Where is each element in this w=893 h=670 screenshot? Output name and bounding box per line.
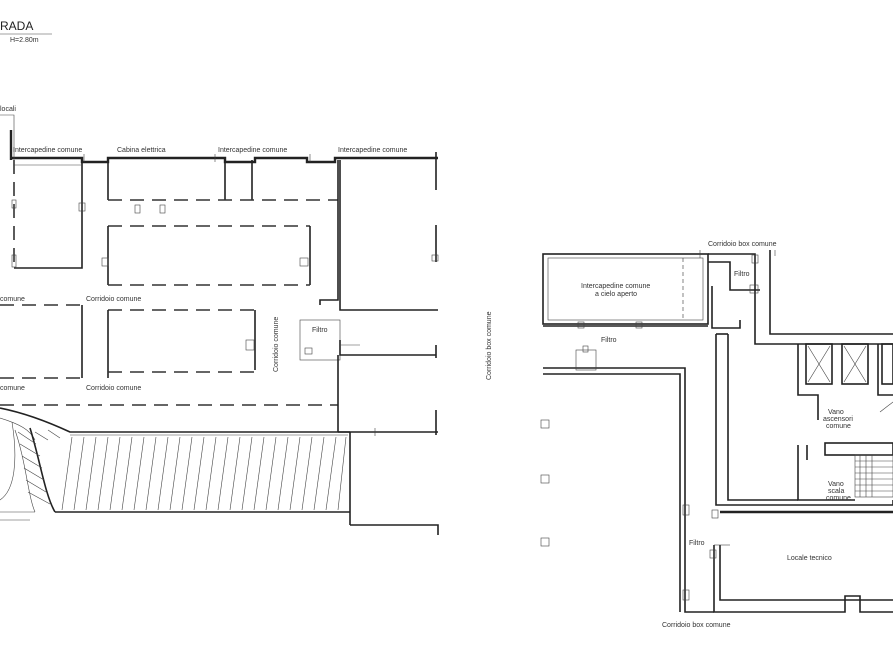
label-filtro-top: Filtro (734, 271, 750, 278)
label-vano-scala-3: comune (826, 495, 851, 502)
label-vano-ascensori-1: Vano (828, 409, 844, 416)
height-note: H=2.80m (10, 37, 39, 44)
label-vano-scala-2: scala (828, 488, 844, 495)
label-corridoio-1: Corridoio comune (86, 296, 141, 303)
label-intercapedine-1: Intercapedine comune (13, 147, 82, 154)
label-filtro-left: Filtro (312, 327, 328, 334)
label-intercapedine-cielo-2: a cielo aperto (595, 291, 637, 298)
label-cabina-elettrica: Cabina elettrica (117, 147, 166, 154)
label-corridoio-box-vertical: Corridoio box comune (486, 311, 493, 380)
label-corridoio-box-top: Corridoio box comune (708, 241, 777, 248)
plan-title: RADA (0, 19, 33, 33)
label-vano-scala-1: Vano (828, 481, 844, 488)
right-block (540, 250, 893, 613)
label-vano-ascensori-3: comune (826, 423, 851, 430)
locali-leader (0, 114, 15, 130)
label-locali: locali (0, 106, 16, 113)
label-intercapedine-3: Intercapedine comune (338, 147, 407, 154)
ramp-hatching (17, 429, 347, 511)
label-vano-ascensori-2: ascensori (823, 416, 853, 423)
label-corridoio-box-bottom: Corridoio box comune (662, 622, 731, 629)
label-corridoio-2: Corridoio comune (86, 385, 141, 392)
label-corridoio-vertical: Corridoio comune (273, 317, 280, 372)
label-intercapedine-cielo-1: Intercapedine comune (581, 283, 650, 290)
left-block (0, 130, 439, 535)
label-filtro-bottom: Filtro (689, 540, 705, 547)
label-corridoio-1b: comune (0, 296, 25, 303)
label-filtro-mid: Filtro (601, 337, 617, 344)
label-locale-tecnico: Locale tecnico (787, 555, 832, 562)
label-intercapedine-2: Intercapedine comune (218, 147, 287, 154)
label-corridoio-2b: comune (0, 385, 25, 392)
